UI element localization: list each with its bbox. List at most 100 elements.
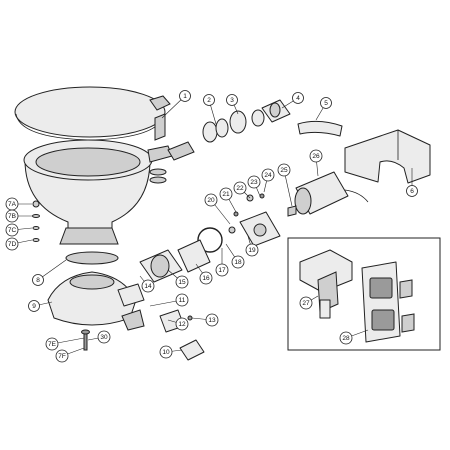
callout-27: 27 [299, 295, 319, 310]
terminal-block-b [401, 313, 415, 333]
callout-26: 26 [309, 149, 323, 177]
flush-hose [297, 120, 343, 137]
callout-17: 17 [215, 248, 229, 277]
callout-bubble [299, 296, 313, 310]
callout-number: 8 [36, 277, 40, 284]
valve-stem [319, 299, 331, 319]
callout-number: 4 [296, 95, 300, 102]
callout-7a: 7A [5, 197, 32, 211]
callout-bubble [175, 275, 189, 289]
callout-10: 10 [159, 345, 183, 359]
callout-7c: 7C [5, 223, 33, 237]
callout-number: 7B [8, 213, 16, 220]
callout-number: 20 [207, 197, 215, 204]
callout-number: 27 [302, 300, 310, 307]
o-ring [251, 109, 265, 127]
callout-number: 12 [178, 321, 186, 328]
callout-number: 11 [179, 297, 186, 304]
callout-22: 22 [233, 181, 251, 199]
hardware-7 [32, 200, 40, 242]
adapter-body [179, 339, 205, 361]
callout-bubble [406, 185, 418, 197]
coupling [287, 205, 297, 217]
hinge-pin [154, 113, 166, 141]
washer-a [149, 168, 167, 176]
toilet-bowl [23, 139, 173, 245]
callout-bubble [320, 97, 332, 109]
callout-bubble [97, 330, 111, 344]
nut [32, 238, 40, 242]
callout-number: 7D [8, 241, 17, 248]
inset-panel [287, 237, 441, 351]
bowl-base-flange [59, 227, 119, 245]
hose-barb [167, 141, 195, 161]
callout-21: 21 [219, 187, 237, 213]
callout-number: 1 [183, 93, 187, 100]
callout-11: 11 [149, 293, 189, 307]
pump-plate-hub [253, 223, 267, 237]
fitting-nut [229, 110, 247, 134]
callout-bubble [309, 149, 323, 163]
callout-bubble [159, 345, 173, 359]
callout-bubble [199, 271, 213, 285]
pump-housing [177, 239, 211, 273]
lid-hinge [149, 95, 171, 111]
base-top-opening [69, 274, 115, 290]
callout-number: 10 [162, 349, 170, 356]
callout-number: 21 [222, 191, 230, 198]
callout-number: 6 [410, 188, 414, 195]
screw-30 [81, 329, 90, 351]
callout-number: 16 [202, 275, 210, 282]
callout-7b: 7B [5, 209, 32, 223]
callout-23: 23 [247, 175, 261, 197]
callout-number: 30 [100, 334, 108, 341]
callout-bubble [219, 187, 233, 201]
callout-15: 15 [167, 269, 189, 289]
callout-19: 19 [245, 235, 259, 257]
callout-7e: 7E [45, 337, 85, 351]
callout-number: 7A [8, 201, 17, 208]
callout-bubble [247, 175, 261, 189]
check-valve [121, 309, 145, 331]
callout-bubble [245, 243, 259, 257]
callout-30: 30 [87, 330, 111, 344]
callout-1: 1 [161, 90, 191, 119]
pump-motor [294, 171, 369, 215]
callout-number: 28 [342, 335, 350, 342]
callout-2: 2 [203, 94, 217, 125]
fitting-screw [187, 315, 193, 321]
inlet-fittings [167, 99, 291, 161]
callout-bubble [55, 349, 69, 363]
callout-bubble [28, 300, 40, 312]
callout-number: 22 [236, 185, 244, 192]
callout-3: 3 [226, 94, 239, 115]
callout-bubble [179, 90, 191, 102]
callout-number: 7E [48, 341, 57, 348]
callout-4: 4 [281, 92, 304, 109]
elbow-port [269, 102, 281, 118]
callout-bubble [5, 237, 19, 251]
callout-bubble [5, 223, 19, 237]
callout-bubble [45, 337, 59, 351]
hinge-pin-body [154, 113, 166, 141]
switch-dry [371, 309, 395, 331]
callout-5: 5 [315, 97, 332, 121]
callout-24: 24 [261, 168, 275, 193]
callout-number: 14 [144, 283, 152, 290]
bowl-opening [35, 147, 141, 177]
callout-25: 25 [277, 163, 293, 207]
callout-bubble [5, 209, 19, 223]
lock-washer [32, 226, 40, 230]
callout-number: 15 [178, 279, 186, 286]
screw-shaft [83, 331, 88, 351]
screw-head [81, 329, 90, 335]
callout-bubble [204, 193, 218, 207]
callout-number: 18 [234, 259, 242, 266]
callout-bubble [233, 181, 247, 195]
callout-bubble [226, 94, 238, 106]
callout-16: 16 [195, 263, 213, 285]
pump-o-ring [197, 227, 223, 253]
gear-small [228, 226, 236, 234]
